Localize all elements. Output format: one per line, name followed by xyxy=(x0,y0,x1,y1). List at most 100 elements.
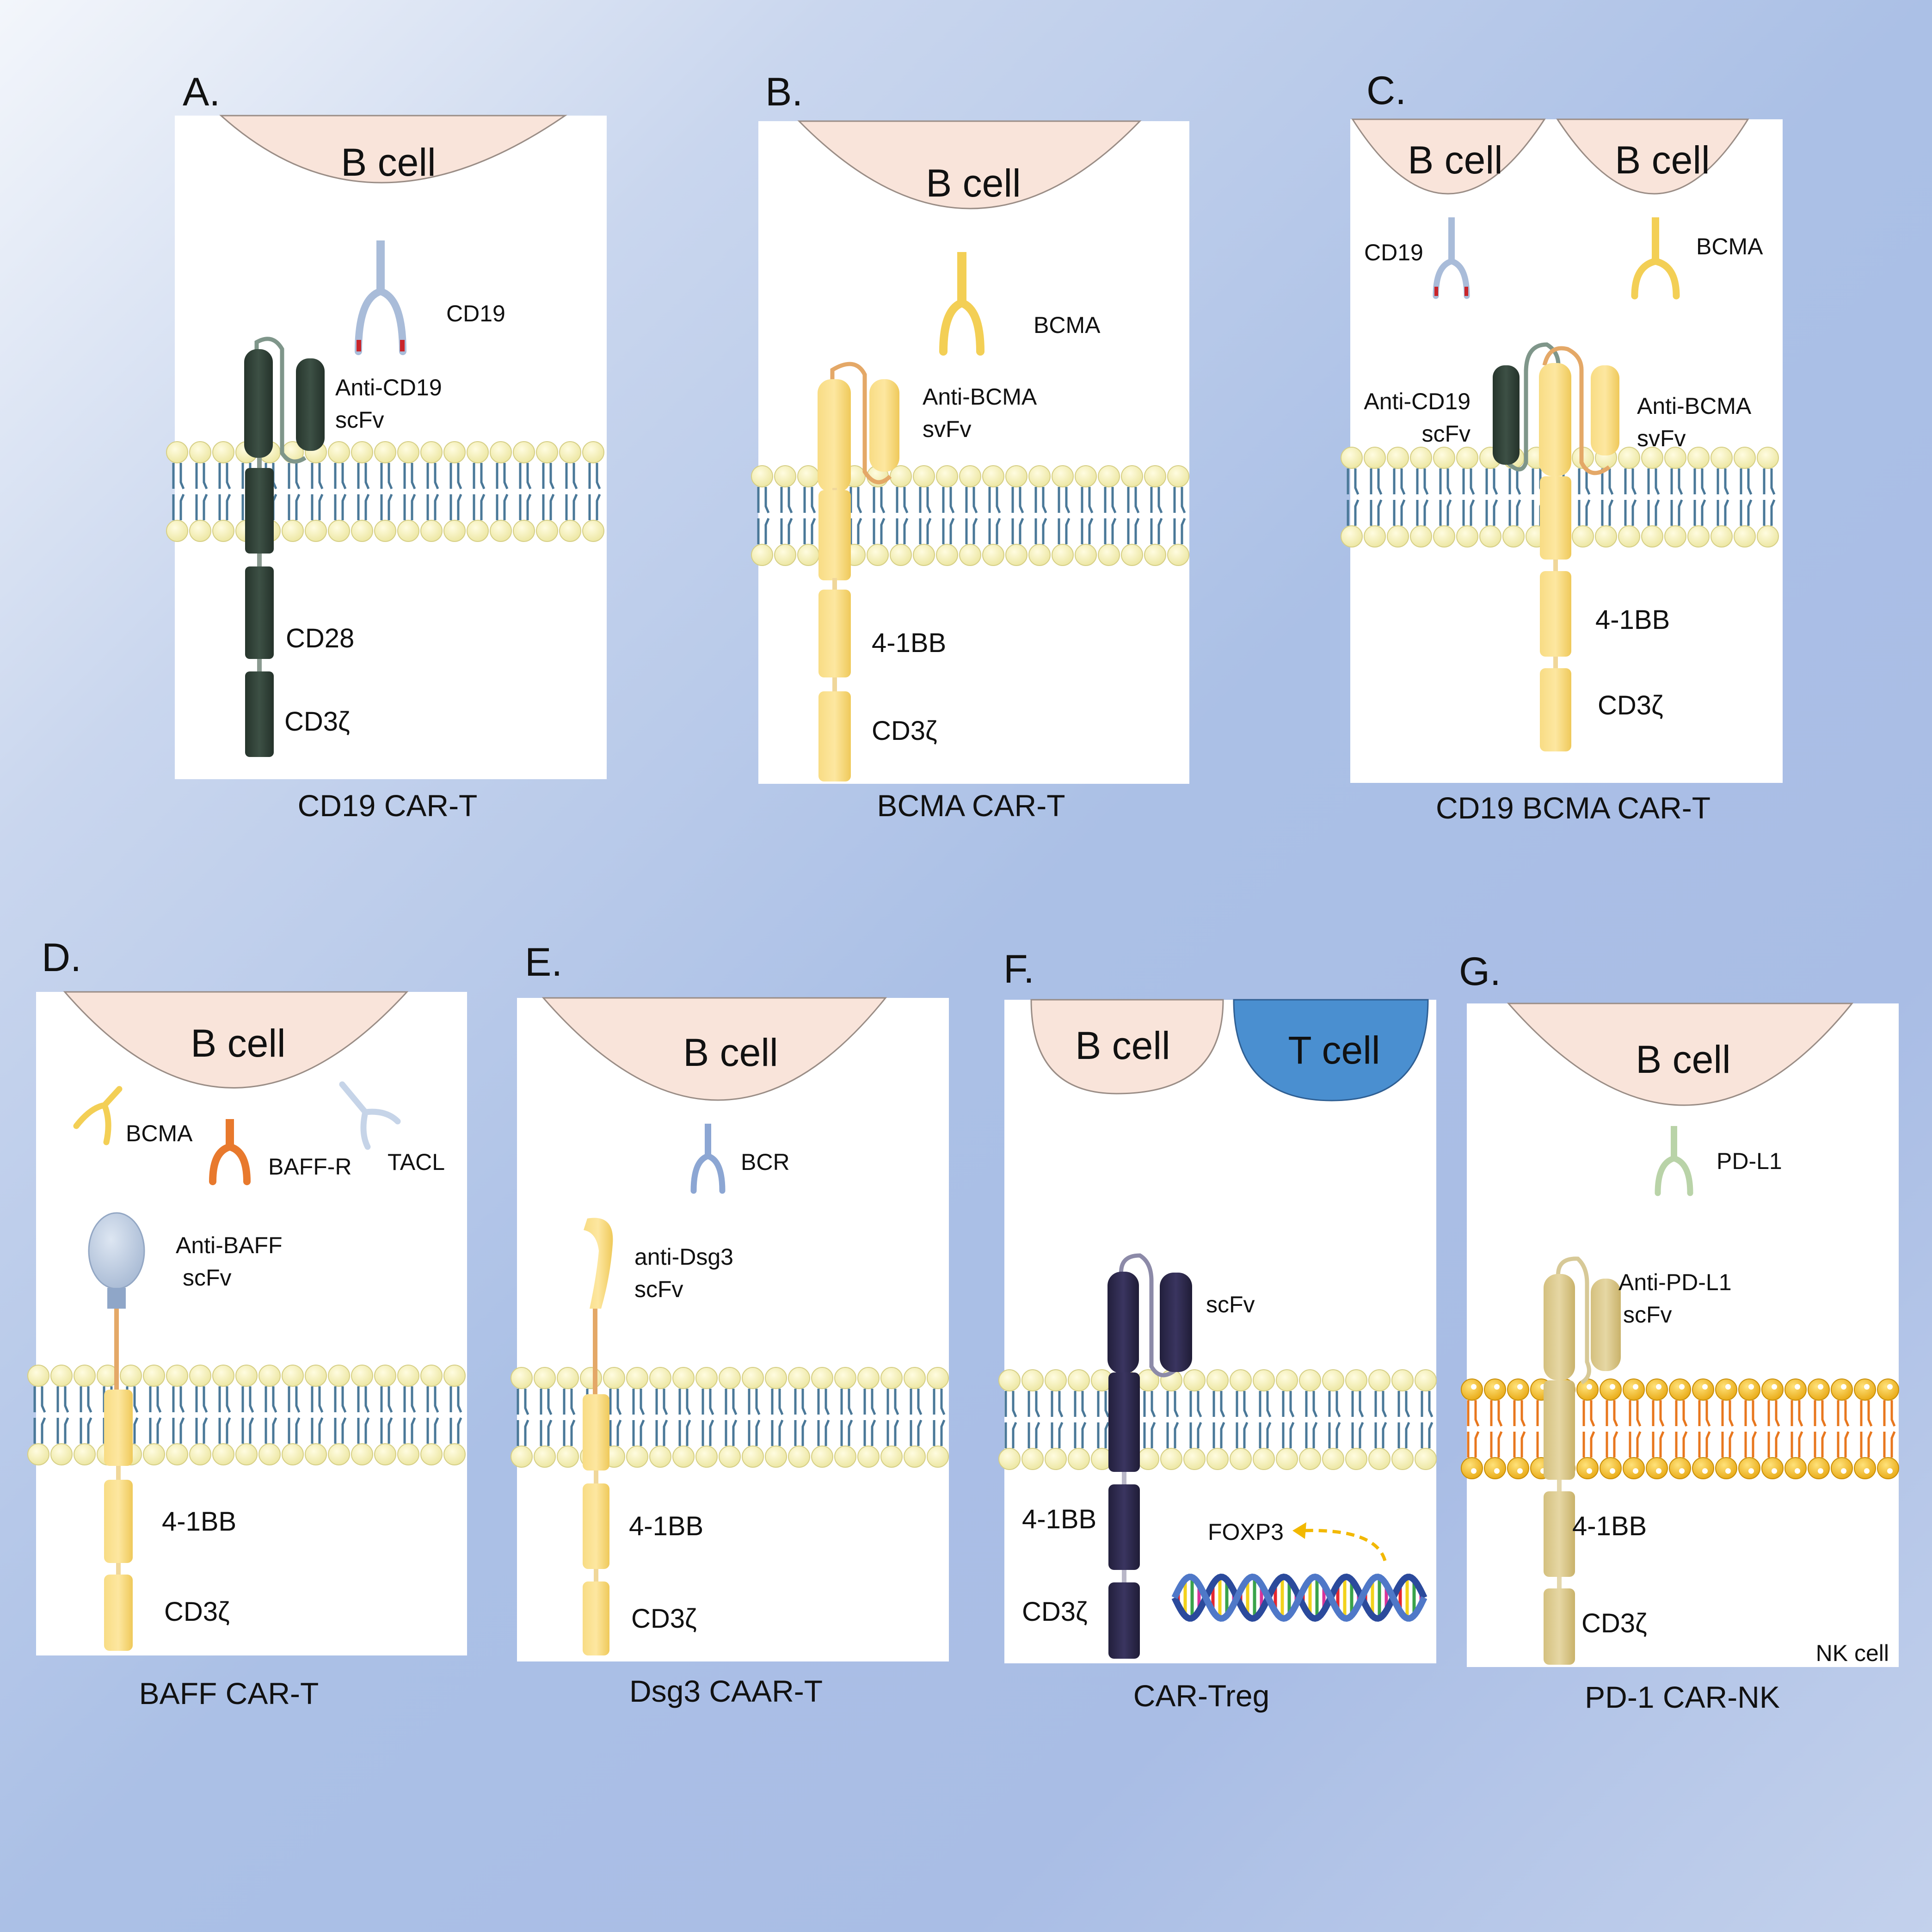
lipid-head xyxy=(719,1446,741,1468)
lipid-head xyxy=(328,441,350,463)
lipid-head xyxy=(1121,544,1143,566)
lipid-head xyxy=(1230,1448,1252,1470)
lipid-head xyxy=(1831,1378,1853,1401)
lipid-tail xyxy=(1860,1400,1873,1427)
lipid-tail xyxy=(1606,1400,1618,1427)
baffr-label-d: BAFF-R xyxy=(268,1154,352,1180)
lipid-tail xyxy=(1058,518,1071,544)
binder-label-d-2: scFv xyxy=(183,1265,232,1291)
lipid-tail xyxy=(817,1389,830,1415)
lipid-head xyxy=(397,520,419,542)
lipid-tail xyxy=(56,1417,69,1444)
lipid-tail xyxy=(988,518,1001,544)
lipid-head xyxy=(189,1365,211,1387)
lipid-tail xyxy=(1513,1431,1526,1458)
lipid-head xyxy=(1364,525,1386,548)
lipid-tail xyxy=(1004,1391,1017,1417)
lipid-head xyxy=(443,1365,466,1387)
lipid-tail xyxy=(1693,499,1706,526)
lipid-tail xyxy=(1670,499,1683,526)
lipid-head xyxy=(258,1443,281,1465)
caption-e: Dsg3 CAAR-T xyxy=(629,1674,823,1708)
lipid-tail xyxy=(334,494,347,520)
lipid-highlight xyxy=(1864,1384,1870,1390)
lipid-tail xyxy=(195,463,208,489)
lipid-head xyxy=(1075,544,1097,566)
lipid-tail xyxy=(678,1389,691,1415)
lipid-head xyxy=(1484,1457,1506,1479)
lipid-tail xyxy=(873,487,886,513)
lipid-head xyxy=(904,1446,926,1468)
lipid-tail xyxy=(288,463,301,489)
lipid-head xyxy=(1738,1378,1760,1401)
lipid-head xyxy=(1715,1378,1737,1401)
lipid-tail xyxy=(910,1389,923,1415)
lipid-tail xyxy=(1485,468,1498,495)
panel-a: A. B cell CD19 Anti-CD19 scFv CD28 CD3ζ … xyxy=(166,70,607,823)
lipid-head xyxy=(672,1367,695,1389)
lipid-tail xyxy=(540,1389,553,1415)
lipid-tail xyxy=(919,487,932,513)
lipid-tail xyxy=(1150,518,1163,544)
lipid-head xyxy=(857,1367,880,1389)
lipid-tail xyxy=(1150,487,1163,513)
lipid-tail xyxy=(780,487,793,513)
lipid-tail xyxy=(380,494,393,520)
panel-c: C. B cell B cell CD19 BCMA xyxy=(1341,68,1783,825)
binder-label-g-2: scFv xyxy=(1623,1302,1672,1328)
lipid-head xyxy=(1576,1378,1599,1401)
lipid-head xyxy=(1045,1369,1067,1391)
lipid-tail xyxy=(1143,1422,1156,1448)
bcma-label-d: BCMA xyxy=(126,1120,193,1146)
lipid-head xyxy=(959,544,981,566)
lipid-tail xyxy=(172,494,185,520)
lipid-tail xyxy=(1282,1391,1295,1417)
lipid-head xyxy=(695,1367,718,1389)
lipid-head xyxy=(511,1367,533,1389)
lipid-head xyxy=(751,465,773,487)
b-cell-b xyxy=(797,120,1142,209)
lipid-tail xyxy=(1212,1391,1225,1417)
lipid-head xyxy=(1687,525,1710,548)
binder-label-c-2: scFv xyxy=(1421,421,1471,447)
t-cell-f xyxy=(1233,999,1429,1101)
lipid-tail xyxy=(496,494,509,520)
lipid-head xyxy=(120,1365,142,1387)
lipid-head xyxy=(27,1365,49,1387)
lipid-head xyxy=(1854,1457,1876,1479)
lipid-tail xyxy=(757,518,770,544)
panel-letter-b: B. xyxy=(765,70,803,114)
lipid-tail xyxy=(357,1386,370,1413)
caption-d: BAFF CAR-T xyxy=(139,1676,319,1710)
lipid-tail xyxy=(172,463,185,489)
lipid-head xyxy=(765,1446,787,1468)
lipid-tail xyxy=(241,1417,254,1444)
cd19-receptor-c xyxy=(1433,217,1470,299)
lipid-head xyxy=(143,1443,165,1465)
lipid-head xyxy=(1005,544,1028,566)
lipid-head xyxy=(1757,447,1779,469)
lipid-tail xyxy=(1883,1431,1896,1458)
lipid-head xyxy=(1572,525,1594,548)
lipid-tail xyxy=(1374,1422,1387,1448)
lipid-tail xyxy=(449,463,462,489)
lipid-tail xyxy=(288,1417,301,1444)
lipid-tail xyxy=(609,1389,622,1415)
lipid-head xyxy=(189,441,211,463)
lipid-tail xyxy=(542,494,555,520)
lipid-tail xyxy=(771,1389,784,1415)
lipid-head xyxy=(513,441,535,463)
lipid-tail xyxy=(218,494,231,520)
lipid-tail xyxy=(195,1417,208,1444)
lipid-head xyxy=(1098,544,1120,566)
lipid-head xyxy=(536,441,558,463)
lipid-head xyxy=(1322,1448,1344,1470)
lipid-head xyxy=(1068,1369,1090,1391)
lipid-tail xyxy=(1670,468,1683,495)
lipid-tail xyxy=(519,463,532,489)
lipid-head xyxy=(834,1446,856,1468)
lipid-tail xyxy=(149,1417,162,1444)
lipid-head xyxy=(420,1365,443,1387)
lipid-tail xyxy=(380,463,393,489)
